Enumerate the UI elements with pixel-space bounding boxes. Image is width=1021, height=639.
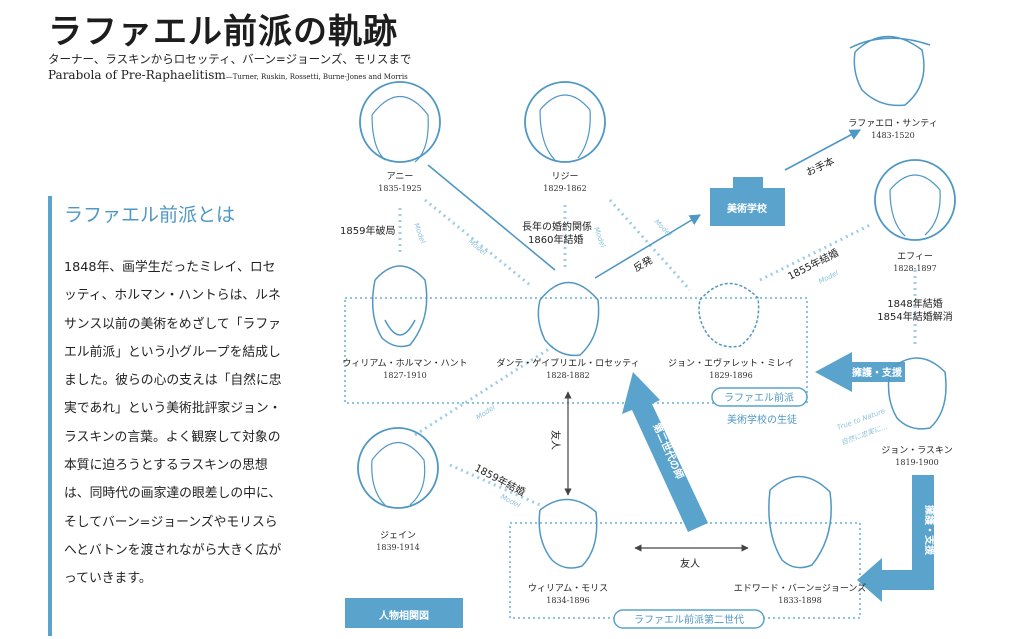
years-morris: 1834-1896 [546,596,589,605]
label-model-5: Model [817,269,839,286]
label-ruskin-effie-2: 1854年結婚解消 [877,310,952,323]
name-effie: エフィー [897,252,933,262]
years-effie: 1828-1897 [893,264,936,273]
group1-label-box [711,387,808,407]
years-millais: 1829-1896 [709,371,752,380]
group1-box [344,297,808,404]
intro-panel: ラファエル前派とは 1848年、画学生だったミレイ、ロセッティ、ホルマン・ハント… [48,196,287,636]
portrait-burnejones [768,475,832,569]
name-ruskin: ジョン・ラスキン [881,445,953,456]
page-subtitle: ターナー、ラスキンからロセッティ、バーン=ジョーンズ、モリスまで [48,52,412,66]
years-rossetti: 1828-1882 [546,371,589,380]
portrait-jane [357,427,439,509]
label-hunt-annie: 1859年破局 [340,224,395,237]
label-marriage-1860: 1860年結婚 [528,233,583,246]
portrait-annie [359,81,441,163]
name-santi: ラファエロ・サンティ [848,118,937,129]
diagram-title-box [345,598,463,628]
page-title: ラファエル前派の軌跡 [48,12,398,52]
intro-text: 1848年、画学生だったミレイ、ロセッティ、ホルマン・ハントらは、ルネサンス以前… [64,260,282,587]
years-annie: 1835-1925 [378,184,421,193]
intro-heading: ラファエル前派とは [64,204,236,226]
portrait-santi [849,35,931,107]
name-morris: ウィリアム・モリス [528,583,608,594]
portrait-rossetti [537,281,600,357]
english-title: Parabola of Pre-Raphaelitism—Turner, Rus… [48,68,408,82]
label-model-2: Model [467,237,488,257]
label-ruskin-effie-1: 1848年結婚 [887,297,942,310]
portrait-lizzie [524,81,606,163]
arrow-support-2 [857,475,934,602]
name-jane: ジェイン [380,531,416,541]
arrow-support-1 [815,352,905,392]
portraits [357,35,956,569]
label-friend-1: 友人 [549,430,562,450]
label-model-4: Model [653,218,674,239]
group1-sublabel: 美術学校の生徒 [727,413,797,426]
label-friend-2: 友人 [680,557,700,570]
art-school-tab [733,177,763,189]
name-millais: ジョン・エヴァレット・ミレイ [668,357,794,369]
arrow-hanpatsu [594,214,701,279]
group2-label: ラファエル前派第二世代 [634,613,744,626]
group2-label-box [613,609,765,629]
years-hunt: 1827-1910 [383,371,426,380]
label-model-3: Model [592,226,607,249]
years-jane: 1839-1914 [376,543,419,552]
label-morris-jane: 1859年結婚 [473,461,528,499]
label-engagement: 長年の婚約関係 [522,220,592,233]
name-annie: アニー [387,172,414,182]
label-support-2: 擁護・支援 [923,505,936,556]
portrait-millais [698,282,760,348]
english-title-sub: —Turner, Ruskin, Rossetti, Burne-Jones a… [225,73,408,81]
label-model-1: Model [412,222,427,245]
years-burnejones: 1833-1898 [778,596,821,605]
art-school-box [710,188,785,226]
portrait-hunt [371,265,428,348]
name-hunt: ウィリアム・ホルマン・ハント [342,358,467,369]
portrait-ruskin [887,357,947,430]
intro-body: 1848年、画学生だったミレイ、ロセッティ、ホルマン・ハントらは、ルネサンス以前… [64,254,286,594]
name-burnejones: エドワード・バーン=ジョーンズ [734,582,866,594]
arrow-master [622,372,708,532]
english-title-main: Parabola of Pre-Raphaelitism [48,68,226,82]
portrait-morris [538,498,598,569]
diagram-title: 人物相関図 [379,609,429,622]
art-school-label: 美術学校 [727,202,768,215]
years-lizzie: 1829-1862 [543,184,586,193]
label-hanpatsu: 反発 [631,253,655,274]
group1-label: ラファエル前派 [724,391,794,404]
label-support-1: 擁護・支援 [852,366,903,379]
label-model-6: Model [475,403,497,421]
line-annie-rossetti [427,164,556,271]
name-lizzie: リジー [551,172,578,182]
portrait-effie [874,159,956,241]
name-rossetti: ダンテ・ゲイブリエル・ロセッティ [496,357,639,369]
years-santi: 1483-1520 [871,131,914,140]
years-ruskin: 1819-1900 [895,458,938,467]
arrow-otehon [784,129,861,171]
